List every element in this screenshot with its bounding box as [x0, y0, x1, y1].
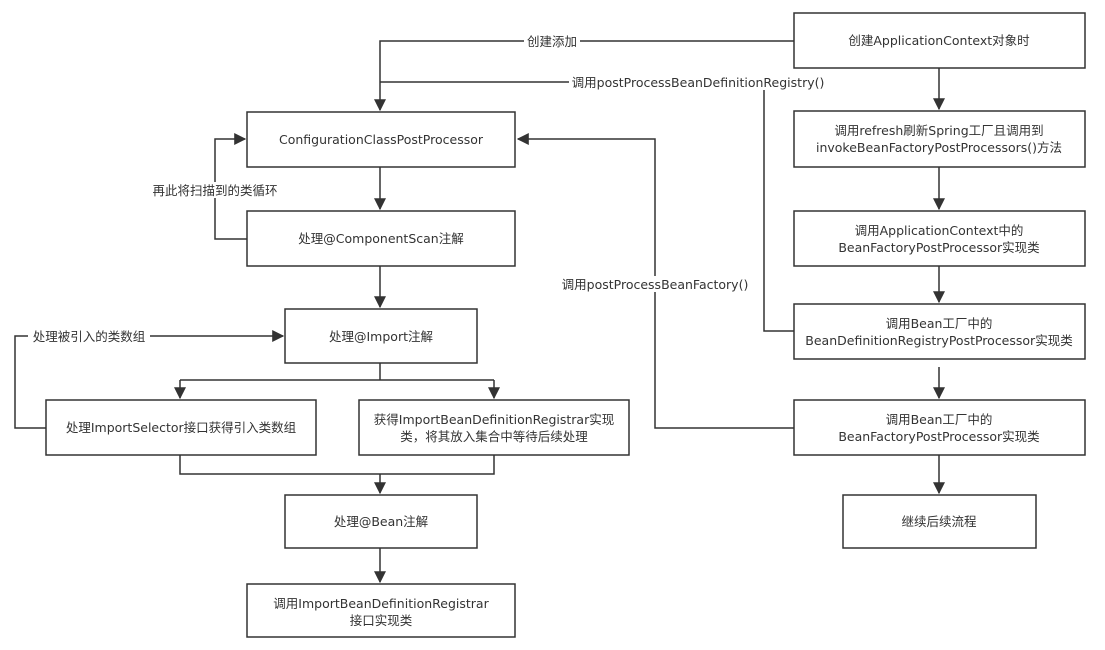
edge-label-call-registry: 调用postProcessBeanDefinitionRegistry()	[572, 75, 825, 90]
node-refresh-line1: 调用refresh刷新Spring工厂且调用到	[834, 123, 1043, 138]
node-refresh-box	[793, 110, 1086, 168]
node-invoke-registry-pp-box	[793, 303, 1086, 360]
node-component-scan: 处理@ComponentScan注解	[298, 231, 463, 246]
node-import-selector: 处理ImportSelector接口获得引入类数组	[66, 420, 296, 435]
node-invoke-context-pp-box	[793, 210, 1086, 267]
node-config-class-pp-box	[246, 111, 516, 168]
node-import-anno-box	[284, 308, 478, 364]
edge-create-add	[374, 40, 794, 112]
node-invoke-registrar-line2: 接口实现类	[350, 613, 413, 628]
node-invoke-context-pp-line2: BeanFactoryPostProcessor实现类	[838, 240, 1040, 255]
edge-label-create-add: 创建添加	[527, 34, 577, 49]
node-create-context: 创建ApplicationContext对象时	[848, 33, 1030, 48]
node-import-selector-box	[45, 399, 317, 456]
node-invoke-factory-pp-line2: BeanFactoryPostProcessor实现类	[838, 429, 1040, 444]
node-invoke-factory-pp-box	[793, 399, 1086, 456]
edge-label-loop-scan: 再此将扫描到的类循环	[152, 183, 277, 198]
node-config-class-pp: ConfigurationClassPostProcessor	[279, 132, 484, 147]
node-bean-anno-box	[284, 494, 478, 549]
node-invoke-registry-pp-line1: 调用Bean工厂中的	[886, 316, 993, 331]
edge-merge-selector	[179, 455, 380, 475]
node-invoke-registrar-line1: 调用ImportBeanDefinitionRegistrar	[273, 596, 489, 611]
node-continue-flow-box	[842, 494, 1037, 549]
node-invoke-registrar-box	[246, 583, 516, 638]
node-component-scan-box	[246, 210, 516, 267]
node-invoke-context-pp-line1: 调用ApplicationContext中的	[855, 223, 1024, 238]
edge-merge-registrar	[380, 455, 495, 475]
node-import-registrar-line1: 获得ImportBeanDefinitionRegistrar实现	[374, 412, 614, 427]
node-bean-anno: 处理@Bean注解	[334, 514, 428, 529]
node-import-registrar-line2: 类，将其放入集合中等待后续处理	[400, 429, 588, 444]
node-import-registrar-box	[358, 399, 630, 456]
node-create-context-box	[793, 12, 1086, 69]
node-import-anno: 处理@Import注解	[329, 329, 433, 344]
node-invoke-factory-pp-line1: 调用Bean工厂中的	[886, 412, 993, 427]
node-continue-flow: 继续后续流程	[901, 514, 977, 529]
edge-label-loop-import: 处理被引入的类数组	[33, 329, 146, 344]
node-invoke-registry-pp-line2: BeanDefinitionRegistryPostProcessor实现类	[805, 333, 1073, 348]
node-refresh-line2: invokeBeanFactoryPostProcessors()方法	[816, 140, 1062, 155]
edge-label-call-factory: 调用postProcessBeanFactory()	[562, 277, 749, 292]
